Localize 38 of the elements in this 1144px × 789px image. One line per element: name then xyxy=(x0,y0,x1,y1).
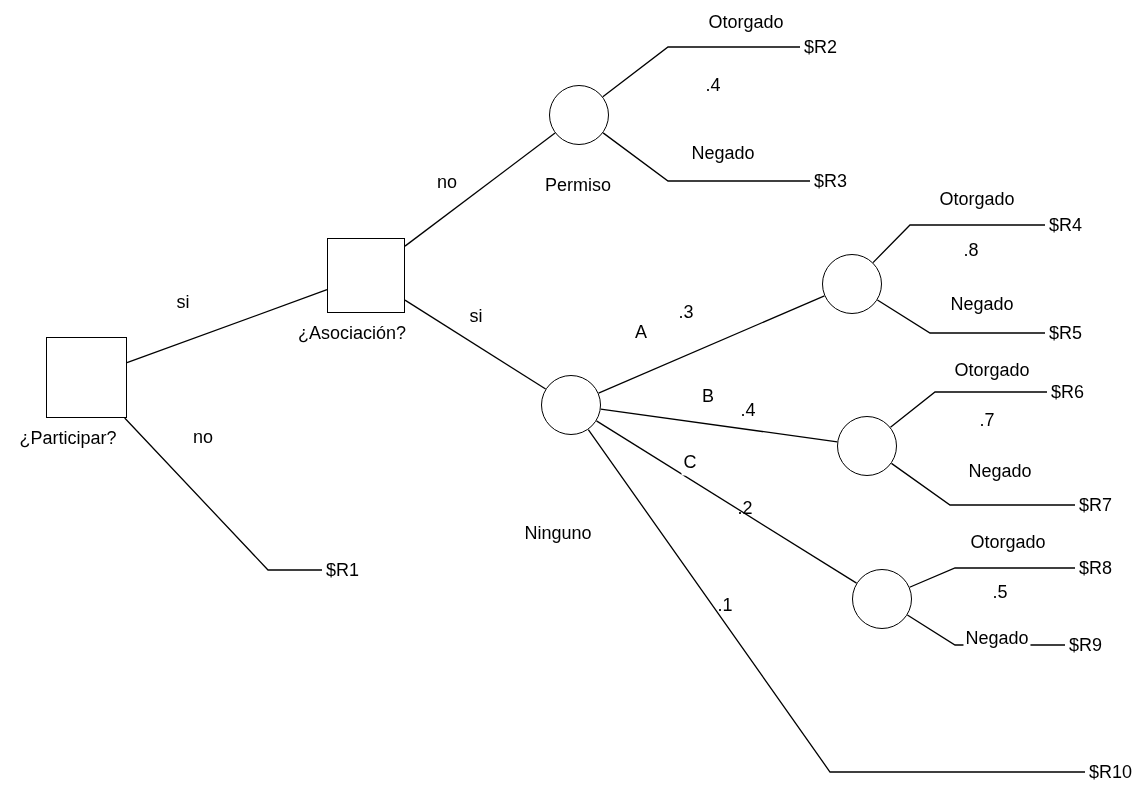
branch-line xyxy=(587,428,1086,773)
branch-line xyxy=(600,408,838,443)
branch-line xyxy=(602,132,811,182)
probability-label: .4 xyxy=(705,73,721,97)
payoff-label: $R1 xyxy=(322,559,360,581)
payoff-label: $R2 xyxy=(800,36,838,58)
payoff-label: $R10 xyxy=(1085,761,1133,783)
payoff-label: $R5 xyxy=(1045,322,1083,344)
payoff-label: $R9 xyxy=(1065,634,1103,656)
branch-line xyxy=(597,295,826,394)
branch-line xyxy=(872,224,1046,264)
branch-line xyxy=(890,462,1076,506)
branch-line xyxy=(404,299,547,390)
probability-label: .8 xyxy=(963,238,979,262)
decision-square xyxy=(327,238,405,313)
branch-line xyxy=(124,417,323,571)
decision-square xyxy=(46,337,127,418)
branch-line xyxy=(908,567,1076,588)
probability-label: .3 xyxy=(678,300,694,324)
branch-line xyxy=(126,289,328,364)
payoff-label: $R4 xyxy=(1045,214,1083,236)
payoff-label: $R8 xyxy=(1075,557,1113,579)
branch-line xyxy=(889,391,1048,428)
probability-label: .1 xyxy=(717,593,733,617)
node-caption: ¿Asociación? xyxy=(297,321,407,345)
probability-label: .2 xyxy=(737,496,753,520)
branch-line xyxy=(404,132,556,247)
node-caption: ¿Participar? xyxy=(19,426,117,450)
probability-label: .5 xyxy=(992,580,1008,604)
branch-line xyxy=(876,299,1046,334)
payoff-label: $R6 xyxy=(1047,381,1085,403)
payoff-label: $R7 xyxy=(1075,494,1113,516)
probability-label: .7 xyxy=(979,408,995,432)
branch-line xyxy=(595,420,858,584)
payoff-label: $R3 xyxy=(810,170,848,192)
branch-line xyxy=(602,46,801,98)
node-caption: Permiso xyxy=(545,173,611,197)
probability-label: .4 xyxy=(740,398,756,422)
